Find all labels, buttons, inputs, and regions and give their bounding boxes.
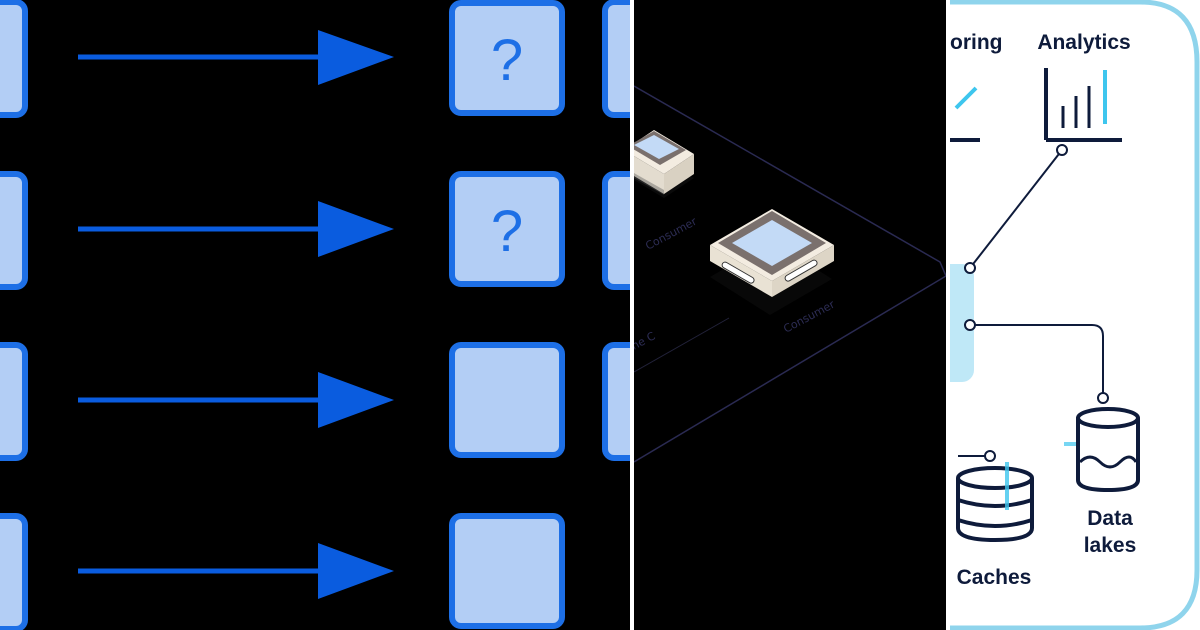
architecture-diagram: oring Analytics [950,0,1200,630]
left-panel-arrows: ? ? [0,0,630,630]
arrow-grid: ? ? [0,0,630,630]
analytics-chart-icon [1044,68,1122,142]
caches-icon [956,462,1034,543]
next-box-1 [602,0,630,118]
monitoring-icon [950,86,980,142]
right-panel-architecture: oring Analytics [950,0,1200,630]
source-box-3 [0,342,28,461]
source-box-2 [0,171,28,290]
container-border [950,0,1200,630]
panel-divider-2 [946,0,950,630]
analytics-label: Analytics [1037,31,1130,54]
isometric-scene: ne C Consumer [634,85,947,463]
arrow-head-1 [318,30,394,85]
row-1: ? [0,0,630,118]
target-box-4 [449,513,565,629]
plane-outline [634,85,947,463]
target-box-3 [449,342,565,458]
monitoring-label: oring [950,31,1003,54]
source-box-4 [0,513,28,630]
lane-line [634,317,730,373]
next-box-2 [602,171,630,290]
middle-panel-consumers: ne C Consumer [634,0,950,630]
consumer-device-1: Consumer [634,130,699,253]
arrow-head-3 [318,372,394,428]
data-lakes-label-line1: Data [1087,507,1133,530]
target-box-1 [449,0,565,116]
consumer-device-2 [710,209,834,315]
arrow-head-4 [318,543,394,599]
target-box-2 [449,171,565,287]
panel-divider-1 [630,0,634,630]
data-lakes-label-line2: lakes [1084,534,1137,557]
row-3 [0,342,630,461]
row-4 [0,513,565,630]
row-2: ? [0,171,630,290]
caches-label: Caches [957,566,1032,589]
arrow-head-2 [318,201,394,257]
next-box-3 [602,342,630,461]
lane-label: ne C [634,329,658,352]
consumer-label-1: Consumer [643,215,699,253]
data-lake-icon [1064,407,1140,493]
question-mark-1: ? [491,28,523,93]
connectors [958,144,1109,462]
source-box-1 [0,0,28,118]
hub-block [950,264,974,382]
question-mark-2: ? [491,199,523,264]
